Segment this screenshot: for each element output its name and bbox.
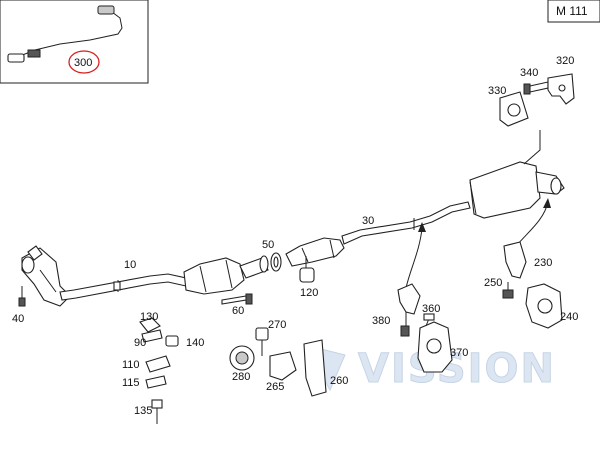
part-115-shape bbox=[145, 375, 167, 389]
label-40[interactable]: 40 bbox=[12, 313, 24, 325]
label-300[interactable]: 300 bbox=[74, 57, 92, 69]
part-300-highlight bbox=[68, 50, 100, 74]
label-330[interactable]: 330 bbox=[488, 85, 506, 97]
part-110-shape bbox=[145, 355, 171, 373]
part-labels: 10 30 40 50 60 90 110 115 120 130 135 14… bbox=[12, 55, 578, 417]
label-135[interactable]: 135 bbox=[134, 405, 152, 417]
hanger-assembly-360 bbox=[397, 283, 453, 373]
label-140[interactable]: 140 bbox=[186, 337, 204, 349]
mounting-hardware bbox=[139, 317, 179, 424]
label-265[interactable]: 265 bbox=[266, 381, 284, 393]
part-265-shape bbox=[269, 351, 297, 381]
rear-muffler bbox=[469, 130, 565, 219]
label-240[interactable]: 240 bbox=[560, 311, 578, 323]
label-360[interactable]: 360 bbox=[422, 303, 440, 315]
label-130[interactable]: 130 bbox=[140, 311, 158, 323]
label-340[interactable]: 340 bbox=[520, 67, 538, 79]
label-270[interactable]: 270 bbox=[268, 319, 286, 331]
catalytic-converter bbox=[183, 255, 269, 295]
part-135-head bbox=[151, 399, 163, 409]
label-30[interactable]: 30 bbox=[362, 215, 374, 227]
exhaust-manifold bbox=[18, 245, 71, 307]
part-130-shape bbox=[139, 317, 161, 333]
label-370[interactable]: 370 bbox=[450, 347, 468, 359]
label-250[interactable]: 250 bbox=[484, 277, 502, 289]
label-60[interactable]: 60 bbox=[232, 305, 244, 317]
intermediate-pipe bbox=[285, 201, 471, 267]
label-120[interactable]: 120 bbox=[300, 287, 318, 299]
model-code: M 111 bbox=[556, 4, 588, 18]
label-115[interactable]: 115 bbox=[122, 377, 140, 389]
label-320[interactable]: 320 bbox=[556, 55, 574, 67]
clamp-120 bbox=[299, 256, 315, 283]
label-90[interactable]: 90 bbox=[134, 337, 146, 349]
label-10[interactable]: 10 bbox=[124, 259, 136, 271]
part-140-shape bbox=[165, 335, 179, 347]
bracket-parts-260-280 bbox=[229, 327, 327, 397]
gasket-50 bbox=[270, 252, 282, 272]
arrow-to-hanger-left bbox=[405, 227, 423, 289]
label-50[interactable]: 50 bbox=[262, 239, 274, 251]
bolt-60 bbox=[221, 293, 253, 305]
label-230[interactable]: 230 bbox=[534, 257, 552, 269]
part-260-shape bbox=[303, 339, 327, 397]
arrow-head-left bbox=[418, 222, 426, 232]
front-pipe bbox=[59, 273, 187, 301]
label-380[interactable]: 380 bbox=[372, 315, 390, 327]
label-110[interactable]: 110 bbox=[122, 359, 140, 371]
label-280[interactable]: 280 bbox=[232, 371, 250, 383]
inset-panel: 300 bbox=[0, 0, 149, 84]
watermark-text: VISSION bbox=[358, 346, 556, 392]
watermark-logo: VISSION bbox=[304, 344, 556, 393]
model-box: M 111 bbox=[547, 0, 600, 23]
arrow-head-right bbox=[543, 198, 551, 208]
hanger-330 bbox=[499, 91, 529, 127]
bracket-320-340 bbox=[523, 73, 575, 105]
part-90-shape bbox=[141, 329, 163, 343]
hanger-assembly-230 bbox=[502, 241, 563, 329]
label-260[interactable]: 260 bbox=[330, 375, 348, 387]
part-270-shape bbox=[255, 327, 269, 341]
